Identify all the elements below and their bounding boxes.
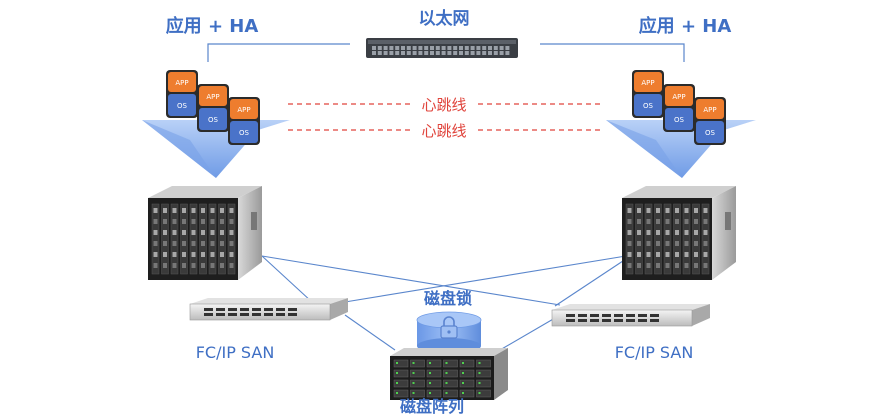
os-label: OS (643, 102, 654, 110)
heartbeat-label-2: 心跳线 (421, 122, 466, 140)
left-node-title: 应用 + HA (166, 15, 259, 37)
app-label: APP (206, 93, 219, 101)
app-label: APP (175, 79, 188, 87)
ethernet-switch (366, 38, 518, 58)
right-stack-1: APP OS (632, 70, 664, 118)
disk-array (390, 348, 508, 400)
right-stack-2: APP OS (663, 84, 695, 132)
left-blade-server (148, 186, 262, 280)
left-stack-1: APP OS (166, 70, 198, 118)
right-node-title: 应用 + HA (639, 15, 732, 37)
ethernet-label: 以太网 (419, 8, 470, 29)
right-san-switch (551, 304, 710, 327)
ethernet-links (207, 43, 685, 62)
app-label: APP (672, 93, 685, 101)
left-san-label: FC/IP SAN (196, 343, 275, 362)
left-app-stacks: APP OS APP OS APP OS (166, 70, 260, 145)
san-links (261, 254, 633, 351)
app-label: APP (703, 106, 716, 114)
right-stack-3: APP OS (694, 97, 726, 145)
heartbeat-lines (288, 103, 604, 131)
disk-lock-cylinder (416, 311, 482, 354)
os-label: OS (208, 116, 219, 124)
right-blade-server (622, 186, 736, 280)
app-label: APP (237, 106, 250, 114)
left-san-switch (189, 298, 348, 321)
os-label: OS (705, 129, 716, 137)
left-stack-2: APP OS (197, 84, 229, 132)
os-label: OS (674, 116, 685, 124)
os-label: OS (177, 102, 188, 110)
lock-icon (440, 316, 458, 339)
left-stack-3: APP OS (228, 97, 260, 145)
disk-lock-label: 磁盘锁 (424, 289, 472, 308)
os-label: OS (239, 129, 250, 137)
app-label: APP (641, 79, 654, 87)
right-san-label: FC/IP SAN (615, 343, 694, 362)
right-app-stacks: APP OS APP OS APP OS (632, 70, 726, 145)
disk-array-label: 磁盘阵列 (400, 397, 464, 416)
heartbeat-label-1: 心跳线 (421, 96, 466, 114)
